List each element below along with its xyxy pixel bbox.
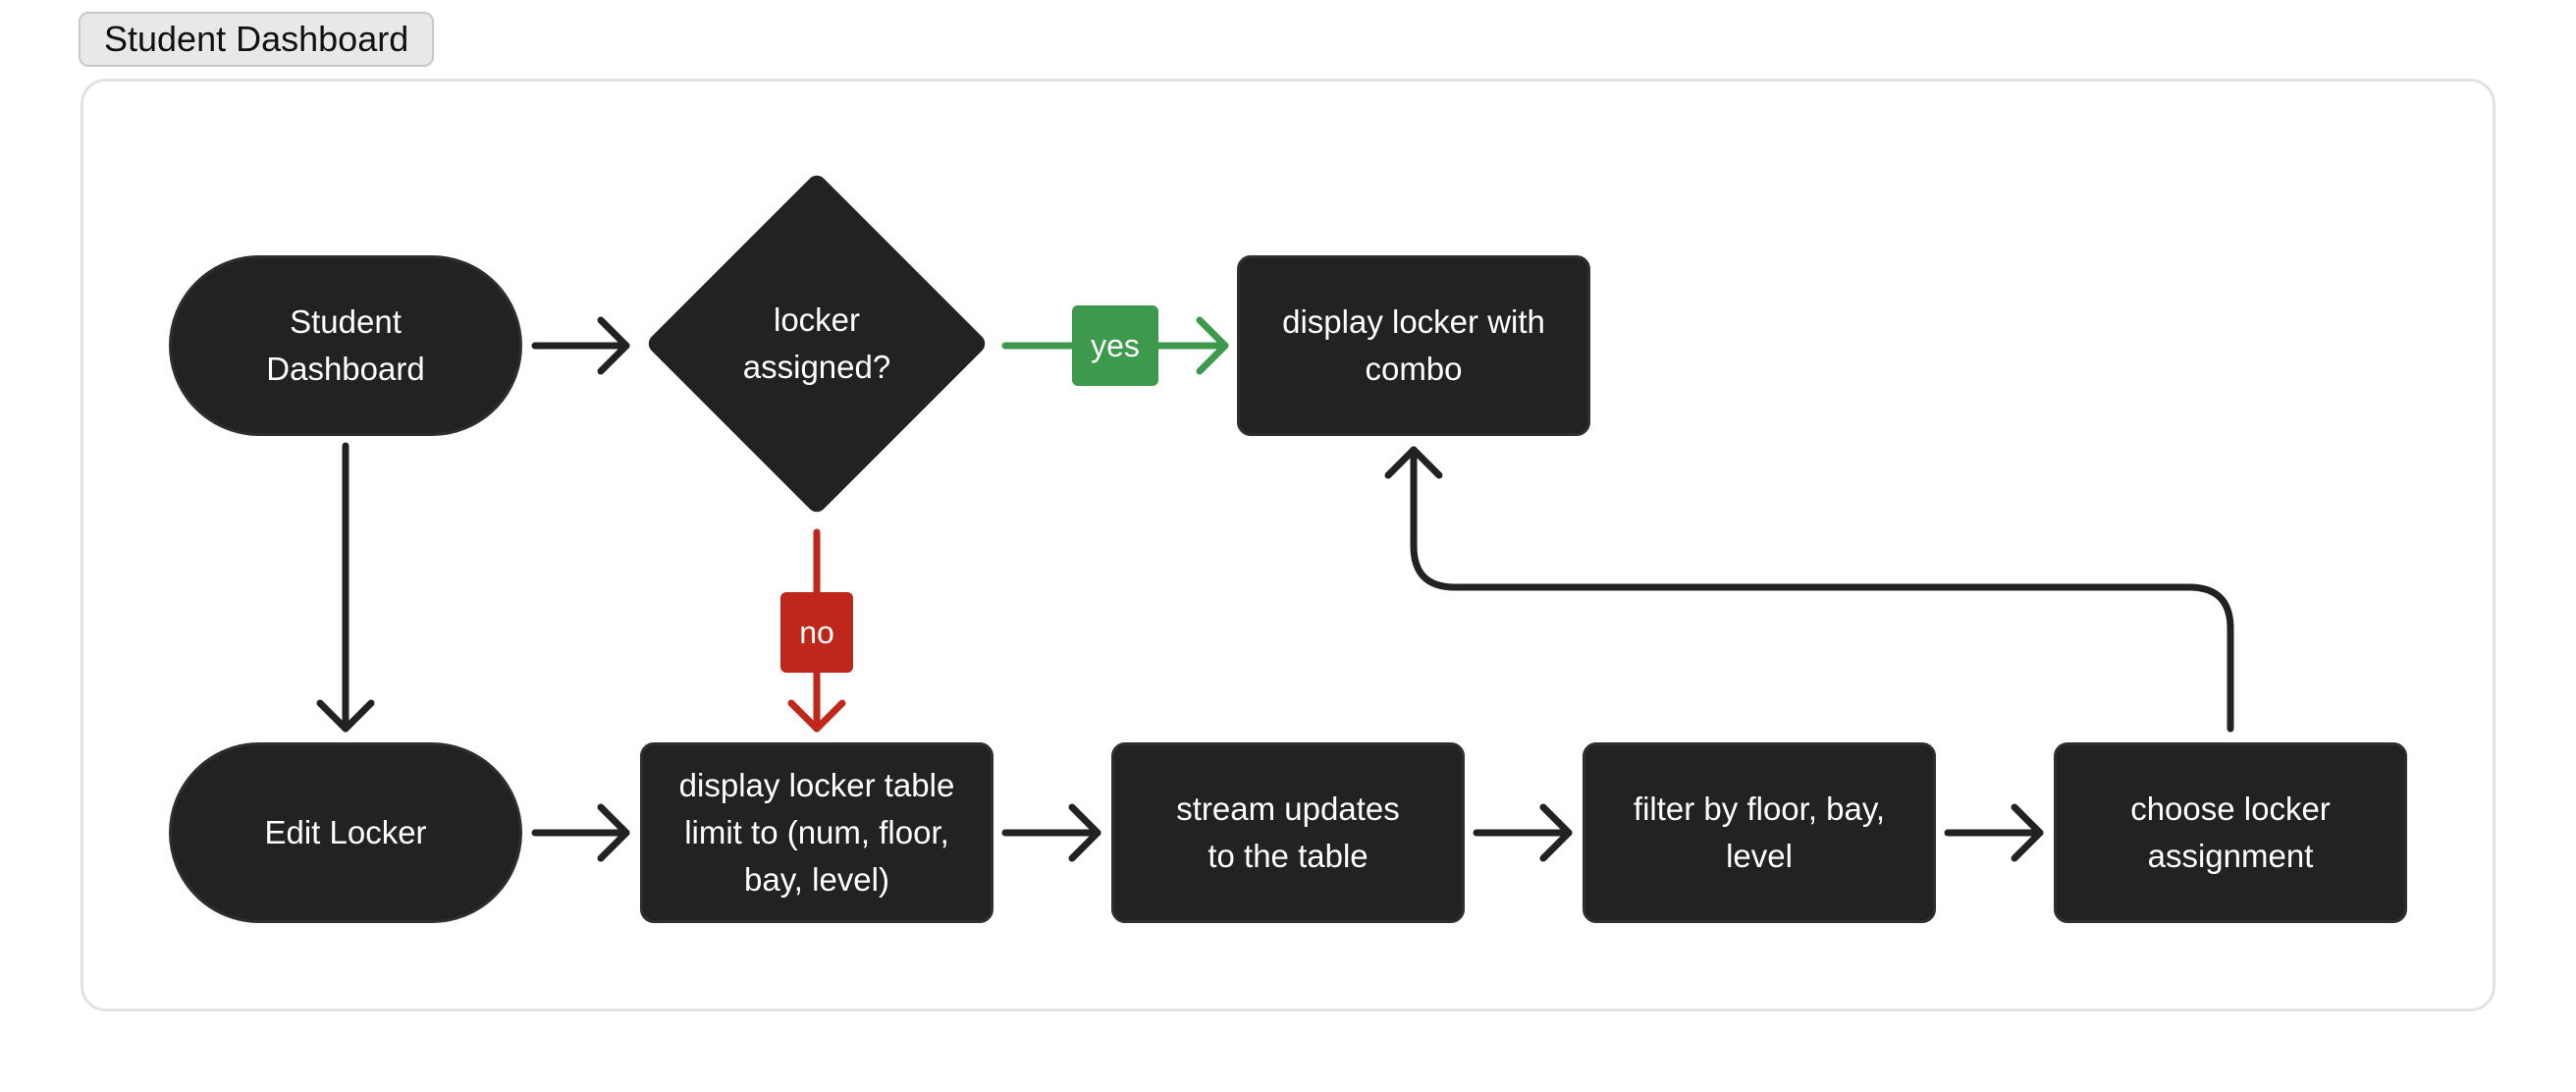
arrow-stream-to-filter xyxy=(1473,803,1573,862)
display-locker-table-node[interactable]: display locker table limit to (num, floo… xyxy=(640,742,993,923)
arrow-dashboard-to-edit xyxy=(316,442,375,733)
display-locker-table-node-label: display locker table limit to (num, floo… xyxy=(678,767,955,898)
page-title-tab[interactable]: Student Dashboard xyxy=(79,12,435,67)
decision-node[interactable]: locker assigned? xyxy=(640,167,993,520)
no-label: no xyxy=(780,592,853,673)
yes-label: yes xyxy=(1072,305,1158,386)
no-label-text: no xyxy=(799,614,834,650)
edit-locker-node-label: Edit Locker xyxy=(264,814,427,850)
choose-locker-node-label: choose locker assignment xyxy=(2130,791,2331,874)
filter-node[interactable]: filter by floor, bay, level xyxy=(1583,742,1936,923)
choose-locker-node[interactable]: choose locker assignment xyxy=(2054,742,2407,923)
arrow-filter-to-choose xyxy=(1944,803,2044,862)
arrow-dashboard-to-decision xyxy=(531,316,630,375)
yes-label-text: yes xyxy=(1091,327,1140,363)
edit-locker-node[interactable]: Edit Locker xyxy=(169,742,522,923)
page-title: Student Dashboard xyxy=(104,19,409,59)
arrow-choose-to-display xyxy=(1384,446,2234,733)
student-dashboard-node[interactable]: Student Dashboard xyxy=(169,255,522,436)
student-dashboard-node-label: Student Dashboard xyxy=(266,303,425,387)
arrow-table-to-stream xyxy=(1001,803,1101,862)
filter-node-label: filter by floor, bay, level xyxy=(1633,791,1886,874)
stream-updates-node-label: stream updates to the table xyxy=(1176,791,1400,874)
stream-updates-node[interactable]: stream updates to the table xyxy=(1111,742,1465,923)
decision-diamond[interactable] xyxy=(645,172,990,517)
decision-node-label: locker assigned? xyxy=(742,301,891,385)
arrow-edit-to-table xyxy=(531,803,630,862)
display-locker-combo-node-label: display locker with combo xyxy=(1282,303,1545,387)
display-locker-combo-node[interactable]: display locker with combo xyxy=(1237,255,1590,436)
